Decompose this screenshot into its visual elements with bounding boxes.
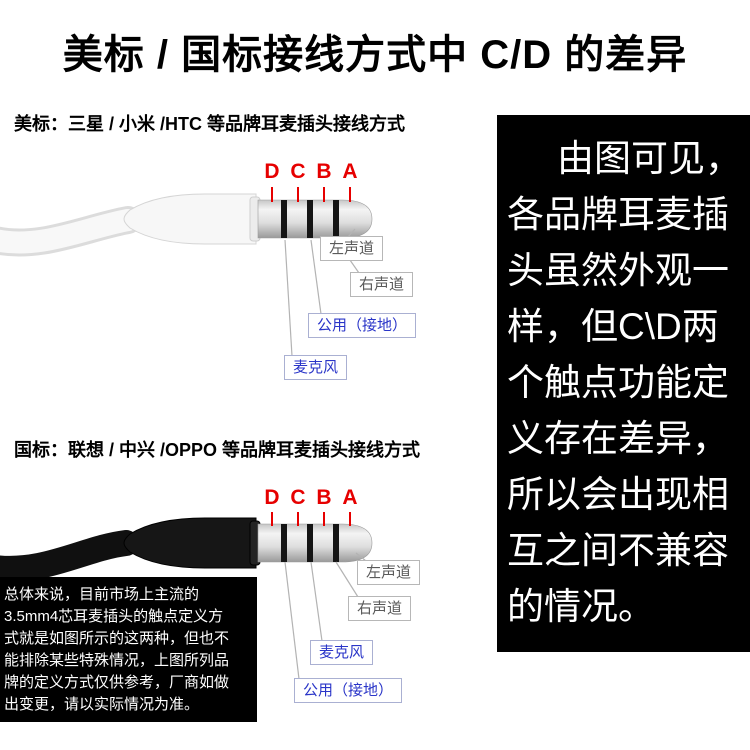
explanation-line: 头虽然外观一 [507,250,729,291]
explanation-line: 样，但C\D两 [507,306,719,347]
footer-note: 总体来说，目前市场上主流的 3.5mm4芯耳麦插头的触点定义方 式就是如图所示的… [0,577,257,722]
cn-cable [0,530,139,582]
cn-connector-c [310,561,323,642]
cn-ring-2 [307,524,313,562]
cn-plug-shaft [257,523,373,563]
cn-pin-letter-b: B [316,486,332,509]
footer-note-line: 式就是如图所示的这两种，但也不 [4,630,230,647]
cn-connector-b [335,561,359,598]
cn-connector-a [355,552,367,562]
us-connector-c [310,239,322,315]
cn-pin-ticks [271,512,351,526]
cn-pin-letter-d: D [264,486,280,509]
us-plug-body [123,193,257,245]
cn-pin-letter-a: A [342,486,358,509]
page-title: 美标 / 国标接线方式中 C/D 的差异 [62,33,688,77]
footer-note-line: 能排除某些特殊情况，上图所列品 [4,652,230,669]
footer-note-line: 3.5mm4芯耳麦插头的触点定义方 [4,608,224,625]
us-cable [0,209,139,254]
cn-section-heading: 国标：联想 / 中兴 /OPPO 等品牌耳麦插头接线方式 [14,440,421,460]
explanation-panel: 由图可见， 各品牌耳麦插 头虽然外观一 样，但C\D两 个触点功能定 义存在差异… [497,115,750,652]
us-label-left-channel: 左声道 [320,236,384,261]
us-pin-letter-c: C [290,160,306,183]
cn-label-mic: 麦克风 [310,640,374,665]
cn-pin-letter-c: C [290,486,306,509]
explanation-line: 由图可见， [557,138,742,179]
us-pin-letter-d: D [264,160,280,183]
us-label-ground: 公用（接地） [308,313,417,338]
us-pin-letter-a: A [342,160,358,183]
us-label-right-channel: 右声道 [350,272,414,297]
explanation-line: 互之间不兼容 [507,530,729,571]
cn-plug-body [123,517,257,569]
us-ring-2 [307,200,313,238]
cn-label-right-channel: 右声道 [348,596,412,621]
us-label-mic: 麦克风 [284,355,348,380]
cn-ring-1 [281,524,287,562]
us-pin-letter-b: B [316,160,332,183]
us-pin-ticks [271,187,351,202]
us-connector-a [347,228,356,238]
explanation-line: 的情况。 [507,586,655,627]
explanation-line: 个触点功能定 [507,362,729,403]
us-ring-3 [333,200,339,238]
cn-ring-3 [333,524,339,562]
cn-connector-lines [284,552,367,680]
footer-note-line: 出变更，请以实际情况为准。 [4,696,200,713]
footer-note-line: 总体来说，目前市场上主流的 [4,586,200,603]
cn-label-ground: 公用（接地） [294,678,403,703]
cn-connector-d [284,561,300,680]
explanation-line: 义存在差异， [507,418,729,459]
footer-note-line: 牌的定义方式仅供参考，厂商如做 [4,674,230,691]
us-plug-shaft [257,199,373,239]
cn-label-left-channel: 左声道 [357,560,421,585]
us-section-heading: 美标：三星 / 小米 /HTC 等品牌耳麦插头接线方式 [14,114,405,134]
explanation-line: 所以会出现相 [507,474,729,515]
explanation-line: 各品牌耳麦插 [507,194,729,235]
us-ring-1 [281,200,287,238]
us-connector-d [284,239,293,357]
